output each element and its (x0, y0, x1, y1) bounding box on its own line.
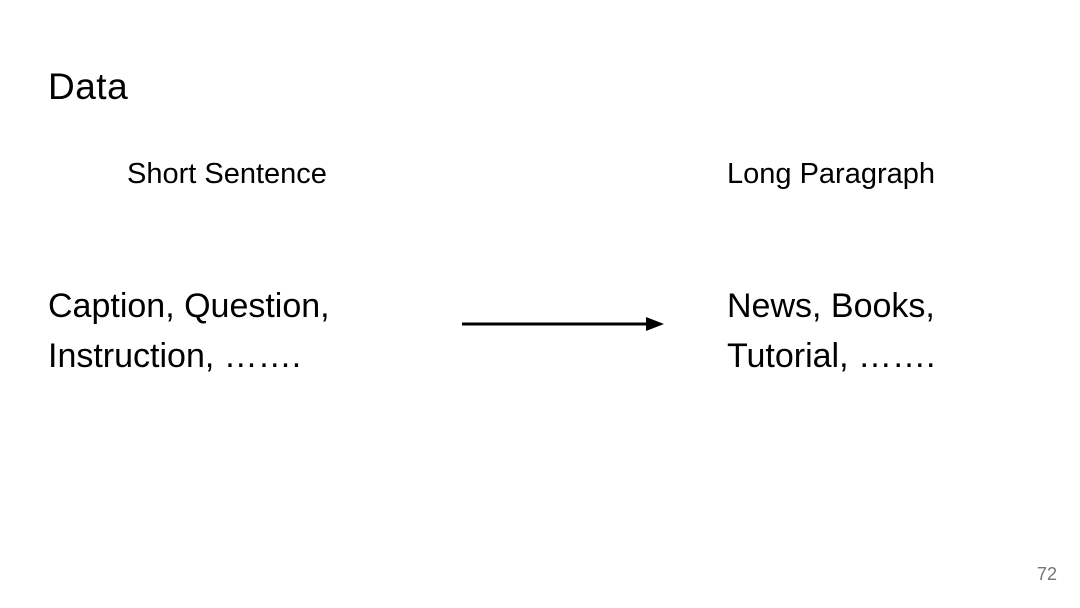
page-number: 72 (1036, 564, 1057, 584)
left-body-line-2: Instruction, ……. (48, 337, 302, 375)
slide-title: Data (48, 66, 129, 107)
left-column-body: Caption, Question, Instruction, ……. (48, 281, 330, 381)
right-column-body: News, Books, Tutorial, ……. (727, 281, 935, 381)
right-column-header: Long Paragraph (727, 158, 935, 190)
left-column-header: Short Sentence (127, 158, 327, 190)
right-arrow-icon (460, 310, 666, 338)
right-body-line-1: News, Books, (727, 287, 935, 325)
right-body-line-2: Tutorial, ……. (727, 337, 936, 375)
left-body-line-1: Caption, Question, (48, 287, 330, 325)
